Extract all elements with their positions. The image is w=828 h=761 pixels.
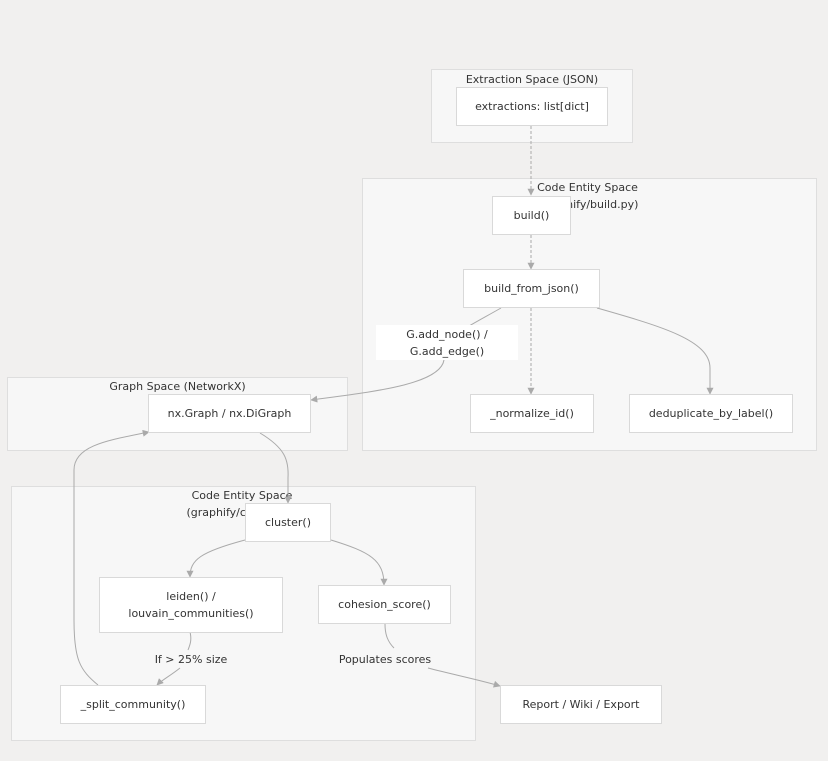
edge-build-from-json-dedup: [596, 307, 714, 395]
edge-cluster-leiden: [186, 539, 246, 578]
node-report-wiki-export[interactable]: Report / Wiki / Export: [500, 685, 662, 724]
edge-graph-cluster: [259, 432, 292, 504]
node-split-community[interactable]: _split_community(): [60, 685, 206, 724]
edge-leiden-split-lower: [156, 667, 181, 686]
node-deduplicate-by-label[interactable]: deduplicate_by_label(): [629, 394, 793, 433]
node-leiden[interactable]: leiden() / louvain_communities(): [99, 577, 283, 633]
node-build[interactable]: build(): [492, 196, 571, 235]
edge-cohesion-populates: [384, 623, 395, 649]
node-normalize-id[interactable]: _normalize_id(): [470, 394, 594, 433]
node-build-from-json[interactable]: build_from_json(): [463, 269, 600, 308]
edge-leiden-split-upper: [187, 631, 192, 651]
cluster-label-graph: Graph Space (NetworkX): [109, 380, 246, 393]
node-nx-graph[interactable]: nx.Graph / nx.DiGraph: [148, 394, 311, 433]
cluster-label-extraction: Extraction Space (JSON): [465, 73, 599, 86]
edge-label-if-size: If > 25% size: [154, 652, 228, 666]
node-cluster[interactable]: cluster(): [245, 503, 331, 542]
edge-build-from-json-graph-lower: [310, 359, 445, 403]
edge-label-populates-scores: Populates scores: [338, 652, 432, 666]
edge-label-add-node-edge: G.add_node() / G.add_edge(): [376, 325, 518, 360]
edge-split-graph: [73, 429, 150, 686]
edge-populates-report: [427, 667, 501, 688]
node-cohesion-score[interactable]: cohesion_score(): [318, 585, 451, 624]
node-extractions[interactable]: extractions: list[dict]: [456, 87, 608, 126]
edge-cluster-cohesion: [330, 539, 388, 586]
